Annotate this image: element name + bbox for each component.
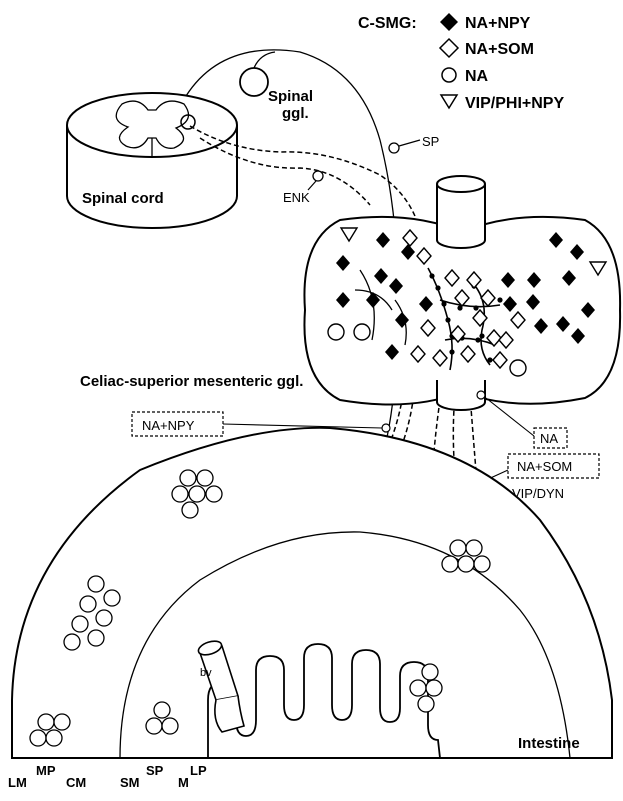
sp-fiber-marker-icon: [389, 143, 399, 153]
bv-label: bv: [200, 667, 212, 679]
spinal-ganglion-cell-icon: [240, 68, 268, 96]
box-na-som-label: NA+SOM: [517, 459, 572, 474]
spinal-ganglion: Spinal ggl.: [240, 68, 313, 122]
sp-fiber-label: SP: [422, 134, 439, 149]
layer-cm: CM: [66, 775, 86, 790]
box-na-npy-label: NA+NPY: [142, 418, 195, 433]
spinal-ggl-label-line1: Spinal: [268, 88, 313, 105]
spinal-cord-label: Spinal cord: [82, 190, 164, 207]
spinal-ggl-label-line2: ggl.: [282, 105, 309, 122]
legend-label-na-som: NA+SOM: [465, 41, 534, 58]
legend-label-na: NA: [465, 68, 489, 85]
intestine-label: Intestine: [518, 735, 580, 752]
layer-m: M: [178, 775, 189, 790]
legend-heading: C-SMG:: [358, 15, 417, 32]
legend-open-diamond-icon: [440, 39, 458, 57]
layer-sm: SM: [120, 775, 140, 790]
legend-filled-diamond-icon: [440, 13, 458, 31]
layer-labels: LM MP CM SM SP M LP: [8, 763, 207, 790]
legend-open-triangle-icon: [441, 95, 457, 108]
spinal-cord: Spinal cord: [67, 93, 237, 228]
layer-mp: MP: [36, 763, 56, 778]
enk-label: ENK: [283, 190, 310, 205]
layer-sp: SP: [146, 763, 164, 778]
legend: C-SMG: NA+NPY NA+SOM NA VIP/PHI+NPY: [358, 13, 564, 112]
upper-artery-icon: [437, 184, 485, 248]
legend-label-vip-phi-npy: VIP/PHI+NPY: [465, 95, 564, 112]
legend-label-na-npy: NA+NPY: [465, 15, 531, 32]
enk-marker-icon: [313, 171, 323, 181]
legend-open-circle-icon: [442, 68, 456, 82]
layer-lp: LP: [190, 763, 207, 778]
box-na-label: NA: [540, 431, 558, 446]
celiac-label: Celiac-superior mesenteric ggl.: [80, 373, 303, 390]
layer-lm: LM: [8, 775, 27, 790]
